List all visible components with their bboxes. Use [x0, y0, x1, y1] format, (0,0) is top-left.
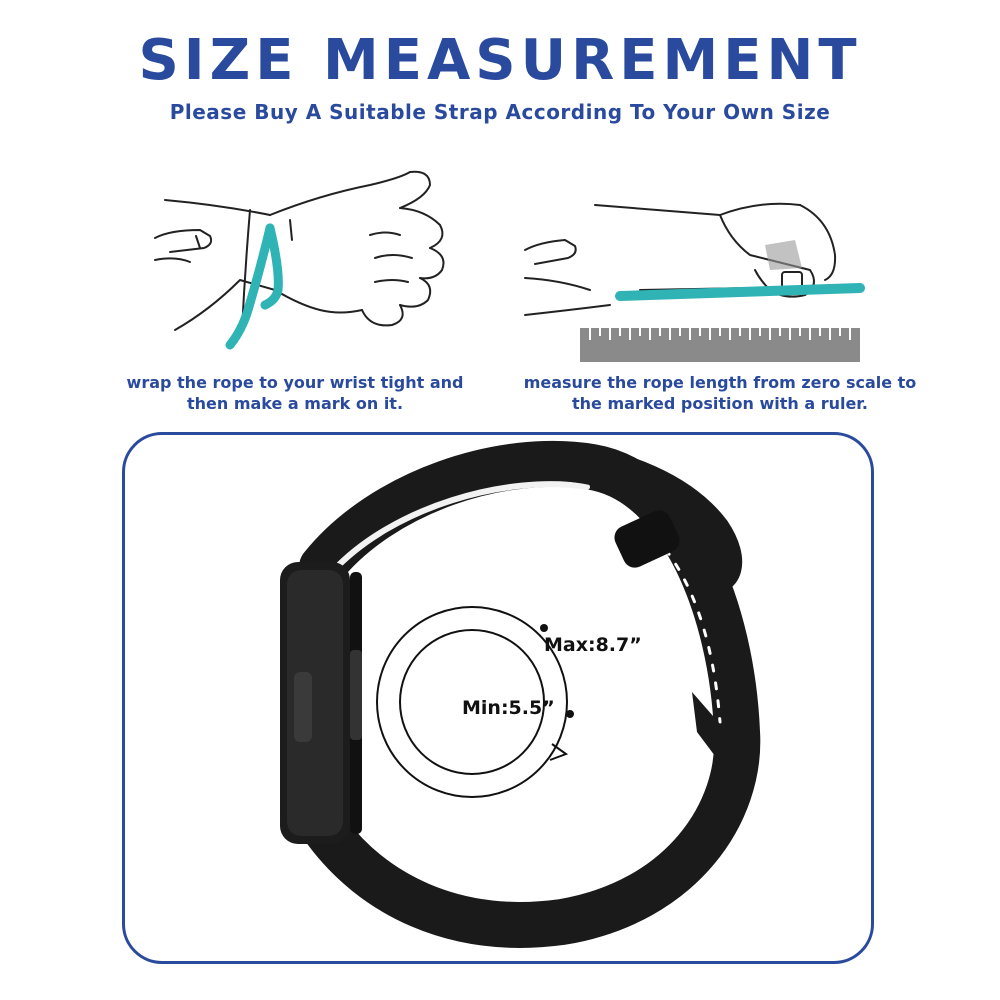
step-1-caption: wrap the rope to your wrist tight and th… [110, 372, 480, 414]
step-1-caption-line-1: wrap the rope to your wrist tight and [126, 373, 464, 392]
watch-band-illustration [280, 440, 761, 948]
product-frame [122, 432, 874, 964]
step-2-caption-line-2: the marked position with a ruler. [572, 394, 868, 413]
step-2-caption: measure the rope length from zero scale … [520, 372, 920, 414]
page-subtitle: Please Buy A Suitable Strap According To… [169, 100, 831, 124]
step-1-caption-line-2: then make a mark on it. [186, 394, 404, 413]
ruler [580, 328, 860, 362]
min-size-label: Min:5.5” [462, 697, 555, 719]
ruler-measure-illustration [524, 202, 865, 362]
max-size-label: Max:8.7” [544, 634, 642, 656]
wrist-wrap-illustration [154, 170, 445, 350]
page-title: SIZE MEASUREMENT [138, 28, 862, 93]
step-2-caption-line-1: measure the rope length from zero scale … [523, 373, 917, 392]
